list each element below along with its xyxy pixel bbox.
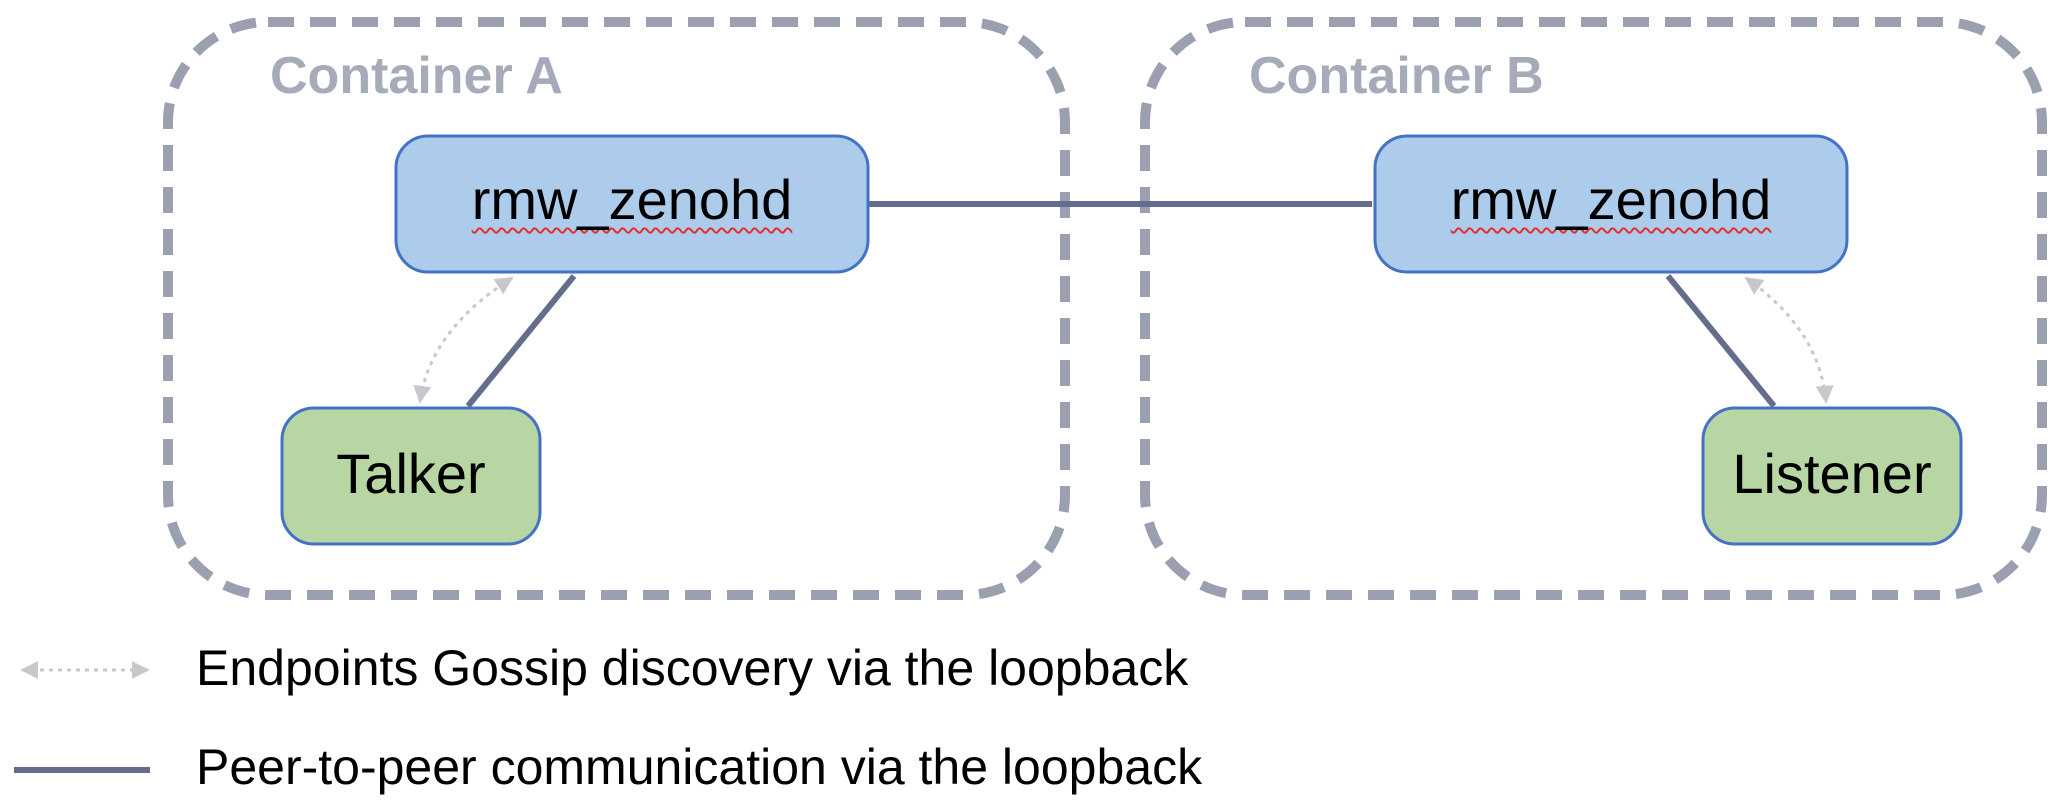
rmw-zenohd-b-label: rmw_zenohd (1375, 172, 1847, 228)
container-a-title: Container A (270, 47, 563, 105)
container-b-title: Container B (1249, 47, 1544, 105)
container-a-box (163, 17, 1070, 600)
listener-label: Listener (1732, 442, 1932, 505)
talker-label: Talker (336, 442, 486, 505)
p2p-link-listener (1665, 274, 1777, 408)
legend-p2p-label: Peer-to-peer communication via the loopb… (196, 739, 1203, 795)
p2p-link-talker (465, 274, 577, 408)
gossip-arrow-talker (413, 276, 514, 404)
talker-box (280, 406, 542, 546)
legend-gossip-label: Endpoints Gossip discovery via the loopb… (196, 640, 1189, 696)
rmw-zenohd-a-label: rmw_zenohd (396, 172, 868, 228)
listener-box (1701, 406, 1963, 546)
gossip-arrow-listener (1744, 276, 1834, 404)
rmw-zenohd-b-text: rmw_zenohd (1450, 168, 1772, 231)
rmw-zenohd-a-box (394, 134, 870, 274)
container-b-box (1140, 17, 2047, 600)
rmw-zenohd-b-box (1373, 134, 1849, 274)
rmw-zenohd-a-text: rmw_zenohd (471, 168, 793, 231)
